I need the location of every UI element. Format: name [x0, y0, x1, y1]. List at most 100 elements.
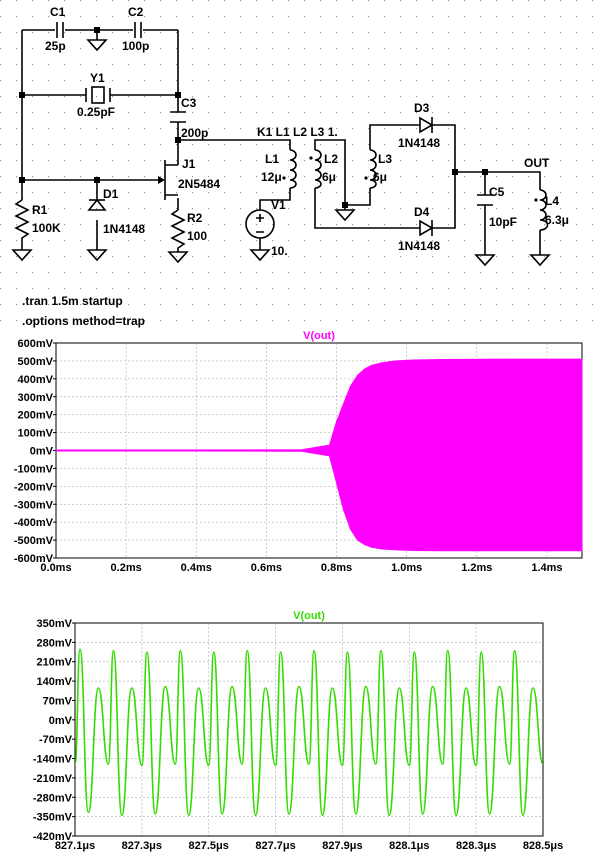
- r2-name: R2: [187, 211, 203, 225]
- inductor-l4: L4 6.3μ: [534, 189, 569, 231]
- crystal-y1: Y1 0.25pF: [77, 71, 115, 119]
- v1-value: 10.: [271, 244, 288, 258]
- schematic: C1 25p C2 100p Y1 0.25pF C3 200p J1 2N54…: [0, 0, 600, 335]
- series-vout-waveform: [75, 648, 543, 817]
- diode-d1: D1 1N4148: [87, 187, 145, 236]
- ground-icon: [86, 39, 108, 52]
- resistor-r1: R1 100K: [14, 199, 61, 250]
- y-tick-label: -210mV: [33, 773, 73, 785]
- c1-name: C1: [50, 5, 66, 19]
- d1-value: 1N4148: [103, 222, 145, 236]
- y-tick-label: 200mV: [18, 410, 54, 422]
- c2-name: C2: [128, 5, 144, 19]
- x-tick-label: 827.1μs: [55, 840, 95, 852]
- y-tick-label: -600mV: [14, 553, 54, 565]
- y-tick-label: 70mV: [43, 695, 73, 707]
- y-tick-label: -200mV: [14, 481, 54, 493]
- r1-value: 100K: [32, 221, 61, 235]
- l4-name: L4: [545, 194, 559, 208]
- x-tick-label: 1.2ms: [461, 562, 492, 574]
- y-tick-label: 210mV: [37, 657, 73, 669]
- y-tick-label: 0mV: [49, 715, 73, 727]
- y-tick-label: -100mV: [14, 463, 54, 475]
- x-tick-label: 0.8ms: [321, 562, 352, 574]
- jfet-j1: J1 2N5484: [158, 157, 220, 200]
- plot-title: V(out): [293, 610, 325, 622]
- series-vout-envelope: [55, 358, 583, 552]
- x-tick-label: 0.4ms: [181, 562, 212, 574]
- wires: [21, 29, 541, 255]
- x-tick-label: 828.3μs: [456, 840, 496, 852]
- y1-value: 0.25pF: [77, 105, 115, 119]
- net-label-out: OUT: [524, 156, 550, 170]
- c5-name: C5: [489, 185, 505, 199]
- capacitor-c3: C3 200p: [170, 96, 208, 140]
- x-tick-label: 828.1μs: [389, 840, 429, 852]
- d3-value: 1N4148: [398, 136, 440, 150]
- l4-value: 6.3μ: [545, 213, 569, 227]
- plot-startup: V(out)600mV500mV400mV300mV200mV100mV0mV-…: [14, 330, 583, 574]
- l3-value: 6μ: [373, 170, 387, 184]
- y-tick-label: -500mV: [14, 535, 54, 547]
- schematic-grid: [0, 0, 600, 335]
- y-tick-label: 100mV: [18, 428, 54, 440]
- diode-d4: D4 1N4148: [398, 205, 440, 253]
- y-tick-label: -280mV: [33, 792, 73, 804]
- y-tick-label: 600mV: [18, 338, 54, 350]
- capacitor-c2: C2 100p: [122, 5, 149, 53]
- inductor-l3: L3 6μ: [364, 149, 392, 189]
- j1-name: J1: [182, 157, 196, 171]
- resistor-r2: R2 100: [170, 209, 207, 252]
- y-tick-label: -420mV: [33, 831, 73, 843]
- capacitor-c1: C1 25p: [45, 5, 66, 53]
- x-tick-label: 0.6ms: [251, 562, 282, 574]
- y-tick-label: 400mV: [18, 374, 54, 386]
- r2-value: 100: [187, 229, 207, 243]
- inductor-l1: L1 12μ: [261, 149, 297, 189]
- l1-value: 12μ: [261, 170, 282, 184]
- directive-tran: .tran 1.5m startup: [22, 294, 123, 308]
- directive-options: .options method=trap: [22, 314, 145, 328]
- y-tick-label: -140mV: [33, 754, 73, 766]
- coupling-statement: K1 L1 L2 L3 1.: [257, 125, 338, 139]
- y1-name: Y1: [90, 71, 105, 85]
- plot-title: V(out): [303, 330, 335, 342]
- plot-frame: [74, 622, 544, 837]
- l3-name: L3: [378, 152, 392, 166]
- junctions: [19, 27, 488, 208]
- x-tick-label: 1.0ms: [391, 562, 422, 574]
- inductor-l2: L2 6μ: [309, 149, 338, 189]
- x-tick-label: 0.0ms: [40, 562, 71, 574]
- capacitor-c5: C5 10pF: [477, 185, 517, 229]
- r1-name: R1: [32, 203, 48, 217]
- y-tick-label: -400mV: [14, 517, 54, 529]
- l1-name: L1: [265, 152, 279, 166]
- y-tick-label: 280mV: [37, 637, 73, 649]
- diode-d3: D3 1N4148: [398, 101, 440, 150]
- x-tick-label: 828.5μs: [523, 840, 563, 852]
- x-tick-label: 827.3μs: [122, 840, 162, 852]
- d3-name: D3: [414, 101, 430, 115]
- c5-value: 10pF: [489, 215, 517, 229]
- l2-value: 6μ: [322, 170, 336, 184]
- v1-name: V1: [271, 198, 286, 212]
- y-tick-label: -350mV: [33, 812, 73, 824]
- y-tick-label: 0mV: [30, 446, 54, 458]
- j1-value: 2N5484: [178, 177, 220, 191]
- x-tick-label: 1.4ms: [531, 562, 562, 574]
- plot-zoom: V(out) 350mV 280mV 210mV 140mV 70mV 0mV -70mV -1…: [33, 610, 563, 852]
- c3-value: 200p: [181, 126, 208, 140]
- d1-name: D1: [103, 187, 119, 201]
- y-tick-label: 140mV: [37, 676, 73, 688]
- y-tick-label: 350mV: [37, 618, 73, 630]
- voltage-source-v1: V1 10.: [245, 198, 288, 258]
- c3-name: C3: [181, 96, 197, 110]
- c2-value: 100p: [122, 39, 149, 53]
- y-tick-label: -300mV: [14, 499, 54, 511]
- l2-name: L2: [324, 152, 338, 166]
- x-tick-label: 827.7μs: [255, 840, 295, 852]
- y-tick-label: 300mV: [18, 392, 54, 404]
- y-tick-label: -70mV: [39, 734, 73, 746]
- d4-name: D4: [414, 205, 430, 219]
- x-tick-label: 827.5μs: [189, 840, 229, 852]
